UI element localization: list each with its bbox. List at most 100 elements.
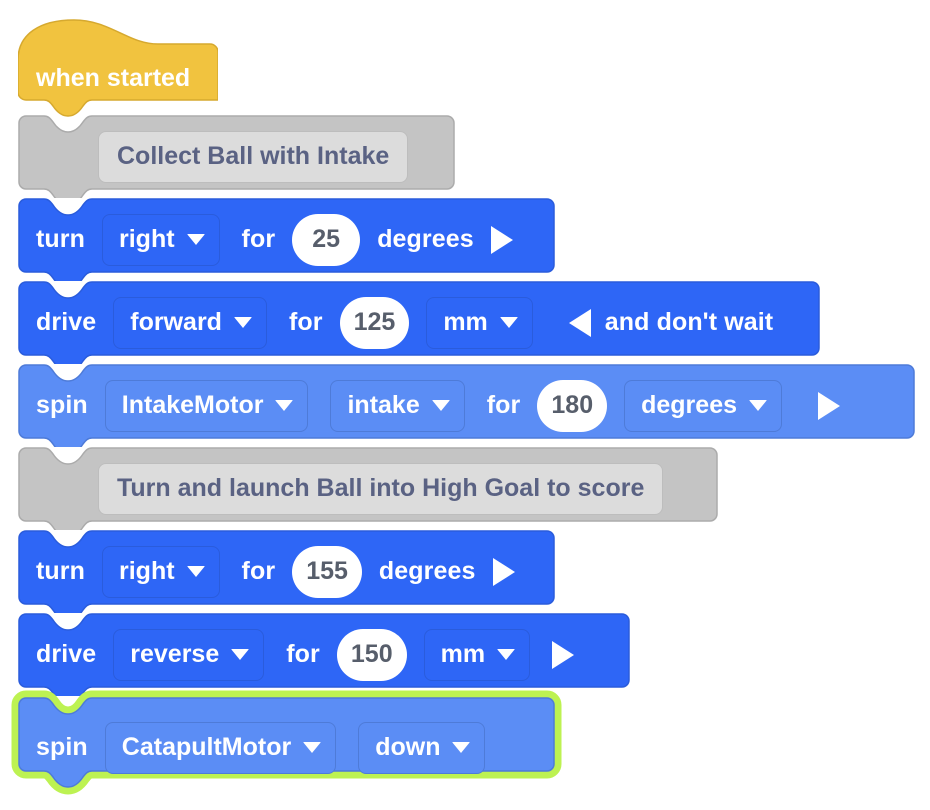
chevron-down-icon <box>452 742 471 753</box>
turn-for-label: for <box>241 557 276 585</box>
spin-motor-value: CatapultMotor <box>121 733 292 761</box>
spin-unit-dropdown[interactable]: degrees <box>624 379 782 432</box>
comment-text-field[interactable]: Collect Ball with Intake <box>98 130 409 183</box>
drive-distance-input[interactable]: 125 <box>339 296 410 349</box>
drive-unit-value: mm <box>443 308 488 336</box>
spacer <box>409 322 426 323</box>
turn-direction-dropdown[interactable]: right <box>102 213 220 266</box>
arrow-left-icon[interactable] <box>568 308 591 337</box>
arrow-right-icon[interactable] <box>492 557 515 586</box>
spin-direction-value: down <box>375 733 441 761</box>
drive-unit-value: mm <box>440 640 486 668</box>
block-turn-right-25[interactable]: turn right for 25 degrees <box>18 198 555 281</box>
spin-for-label: for <box>486 391 521 419</box>
drive-direction-value: forward <box>130 308 222 336</box>
spacer <box>220 239 242 240</box>
spacer <box>533 322 555 323</box>
arrow-right-icon[interactable] <box>818 391 840 420</box>
spacer <box>476 571 493 572</box>
spacer <box>360 239 377 240</box>
arrow-right-icon[interactable] <box>490 225 513 254</box>
drive-dont-wait-label: and don't wait <box>604 308 774 336</box>
block-when-started[interactable]: when started <box>18 18 218 118</box>
spin-command-label: spin <box>36 733 88 761</box>
drive-distance-input[interactable]: 150 <box>336 628 407 681</box>
chevron-down-icon <box>497 649 516 660</box>
spacer <box>520 405 537 406</box>
chevron-down-icon <box>186 566 205 577</box>
chevron-down-icon <box>231 649 250 660</box>
chevron-down-icon <box>431 400 450 411</box>
spin-motor-dropdown[interactable]: IntakeMotor <box>104 379 309 432</box>
turn-command-label: turn <box>36 225 85 253</box>
spacer <box>85 239 102 240</box>
spin-direction-dropdown[interactable]: intake <box>330 379 465 432</box>
drive-for-label: for <box>288 308 323 336</box>
spin-motor-value: IntakeMotor <box>121 391 264 419</box>
spacer <box>607 405 624 406</box>
spacer <box>96 322 113 323</box>
block-turn-right-155[interactable]: turn right for 155 degrees <box>18 530 555 613</box>
drive-direction-value: reverse <box>130 640 220 668</box>
turn-degrees-input[interactable]: 155 <box>292 545 362 598</box>
spacer <box>85 571 102 572</box>
spacer <box>530 654 552 655</box>
spacer <box>267 322 289 323</box>
spin-unit-value: degrees <box>641 391 737 419</box>
spacer <box>555 322 569 323</box>
turn-degrees-input[interactable]: 25 <box>292 213 361 266</box>
block-drive-reverse-150[interactable]: drive reverse for 150 mm <box>18 613 630 696</box>
arrow-right-icon[interactable] <box>552 640 575 669</box>
block-comment-turn-and-launch[interactable]: Turn and launch Ball into High Goal to s… <box>18 447 718 530</box>
turn-direction-dropdown[interactable]: right <box>102 545 220 598</box>
chevron-down-icon <box>275 400 294 411</box>
spin-direction-dropdown[interactable]: down <box>358 721 486 774</box>
spacer <box>320 654 337 655</box>
drive-unit-dropdown[interactable]: mm <box>426 296 533 349</box>
turn-unit-label: degrees <box>377 225 474 253</box>
drive-command-label: drive <box>36 308 97 336</box>
spacer <box>88 405 105 406</box>
block-comment-collect-ball[interactable]: Collect Ball with Intake <box>18 115 455 198</box>
turn-direction-value: right <box>119 225 175 253</box>
spin-motor-dropdown[interactable]: CatapultMotor <box>104 721 337 774</box>
drive-for-label: for <box>286 640 320 668</box>
drive-unit-dropdown[interactable]: mm <box>423 628 531 681</box>
spacer <box>474 239 491 240</box>
spacer <box>308 405 330 406</box>
spacer <box>336 747 358 748</box>
turn-direction-value: right <box>119 557 175 585</box>
chevron-down-icon <box>186 234 205 245</box>
chevron-down-icon <box>499 317 518 328</box>
spacer <box>804 405 818 406</box>
spacer <box>323 322 340 323</box>
drive-command-label: drive <box>36 640 97 668</box>
spacer <box>782 405 804 406</box>
drive-direction-dropdown[interactable]: reverse <box>113 628 265 681</box>
spacer <box>407 654 424 655</box>
chevron-down-icon <box>233 317 252 328</box>
turn-command-label: turn <box>36 557 85 585</box>
spacer <box>264 654 286 655</box>
when-started-label: when started <box>36 63 191 92</box>
turn-for-label: for <box>241 225 276 253</box>
spacer <box>275 239 292 240</box>
spacer <box>465 405 487 406</box>
spin-command-label: spin <box>36 391 88 419</box>
comment-text-field[interactable]: Turn and launch Ball into High Goal to s… <box>98 462 664 515</box>
spin-amount-input[interactable]: 180 <box>537 379 608 432</box>
block-drive-forward-125[interactable]: drive forward for 125 mm and don't wait <box>18 281 820 364</box>
spacer <box>88 747 105 748</box>
when-started-shape <box>18 19 218 117</box>
drive-direction-dropdown[interactable]: forward <box>113 296 267 349</box>
spacer <box>96 654 113 655</box>
chevron-down-icon <box>303 742 322 753</box>
spacer <box>591 322 605 323</box>
spacer <box>362 571 379 572</box>
chevron-down-icon <box>749 400 767 411</box>
block-spin-intakemotor[interactable]: spin IntakeMotor intake for 180 degrees <box>18 364 915 447</box>
turn-unit-label: degrees <box>378 557 476 585</box>
block-spin-catapultmotor[interactable]: spin CatapultMotor down <box>11 689 564 797</box>
spin-direction-value: intake <box>347 391 420 419</box>
